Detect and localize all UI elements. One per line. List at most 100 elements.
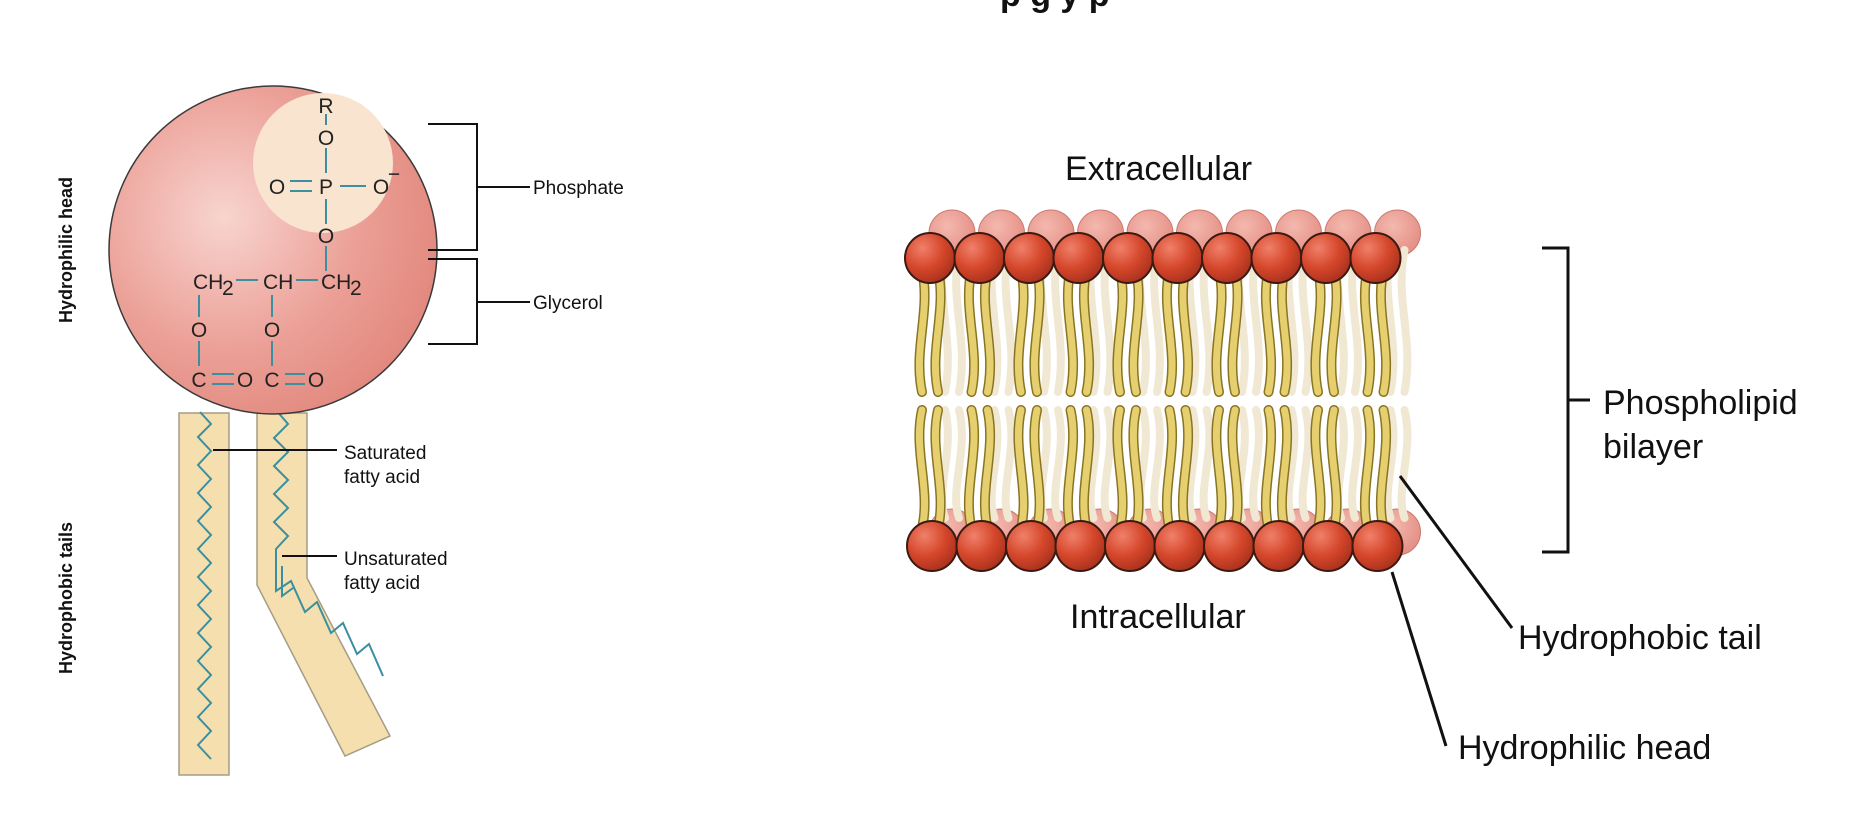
chem-r: R [318,95,333,118]
lipid-tail [1179,266,1192,396]
lipid-tail-back [1001,406,1016,522]
chem-ch: CH [263,271,293,294]
lipid-tail [981,266,994,396]
lipid-tail [1014,266,1028,396]
lipid-tail-back [987,406,1002,522]
chem-o-ester-left: O [191,319,207,342]
bilayer-label-line1: Phospholipid [1603,384,1798,422]
lipid-tail [1228,406,1242,532]
lipid-tail [1163,406,1176,532]
lipid-tail [1129,266,1143,396]
chem-o-carb-left: O [237,369,253,392]
lipid-tail [1014,406,1028,532]
lipid-tail-back [1150,406,1164,522]
phospholipid-molecule: Hydrophilic head Hydrophobic tails [56,85,624,776]
lipid-head [1250,232,1303,284]
lipid-tail [1311,266,1325,396]
saturated-chain [196,411,213,760]
unsaturated-label-line1: Unsaturated [344,549,448,570]
lipid-tail [1113,266,1127,396]
lipid-tail-back [1100,406,1115,522]
head-pointer-line [1390,571,1448,747]
chem-c-right: C [264,369,279,392]
unsaturated-chain [272,409,384,677]
tail-pointer-line [1398,475,1514,629]
extracellular-label: Extracellular [1065,150,1252,188]
chem-o1: O [318,127,334,150]
chem-o-carb-right: O [308,369,324,392]
chem-ch2-right: CH [321,271,351,294]
chem-c-left: C [191,369,206,392]
lipid-head [1252,520,1305,572]
header-fragment: p g y p [1000,0,1110,14]
lipid-tail [1311,406,1325,532]
lipid-head [1203,520,1255,572]
lipid-tail-back [1249,406,1263,522]
lipid-tail [1262,266,1275,396]
lipid-tail [915,406,929,532]
bond-lines [198,114,366,385]
lipid-tail [1377,406,1390,532]
lipid-tail [1179,406,1192,532]
lipid-tail [1377,266,1390,396]
lipid-tail [1030,266,1044,396]
chem-o-minus: O [373,176,389,199]
chemical-symbols: R O O P O − O CH 2 CH CH 2 O O C O C O [191,95,400,392]
lipid-head [1003,232,1055,284]
intracellular-label: Intracellular [1070,598,1246,636]
bilayer-bracket [1542,246,1570,554]
lipid-tail [1361,406,1374,532]
lipid-tail [1212,266,1226,396]
lipid-head [1104,520,1156,572]
chem-o-left: O [269,176,285,199]
phosphate-region [253,93,393,233]
unsaturated-label-line2: fatty acid [344,573,420,594]
hydrophobic-tail-label: Hydrophobic tail [1518,619,1762,657]
lipid-head [904,232,956,284]
chem-o2: O [318,225,334,248]
lipid-tail [1212,406,1226,532]
lipid-head [1151,232,1204,284]
lipid-tail [965,406,978,532]
lipid-head [1153,520,1206,572]
saturated-label-line2: fatty acid [344,467,420,488]
lipid-head [1300,232,1352,284]
chem-ch2-left: CH [193,271,223,294]
saturated-label-line1: Saturated [344,443,426,464]
lipid-tail-back [1383,406,1398,522]
lipid-tail [915,266,929,396]
lipid-tail-back [1397,406,1412,522]
lipid-head [955,520,1008,572]
lipid-tail-back [1298,406,1313,522]
lipid-tail [1163,266,1176,396]
lipid-head [1005,520,1057,572]
lipid-tail-back [1284,406,1299,522]
lipid-tail [1278,406,1291,532]
lipid-tail [1262,406,1275,532]
hydrophilic-head-label: Hydrophilic head [1458,729,1711,767]
saturated-tail-shape [178,412,230,776]
lipid-tail [1327,266,1341,396]
lipid-tail [931,266,945,396]
lipid-tail [1361,266,1374,396]
lipid-head [906,520,958,572]
chem-p: P [319,176,333,199]
lipid-tail [1113,406,1127,532]
lipid-head [1054,520,1107,572]
lipid-tail-back [1086,406,1101,522]
lipid-tail-back [1051,406,1065,522]
chem-minus-sign: − [388,163,400,186]
phospholipid-bilayer: Extracellular Intracellular Phospholipid… [904,150,1798,767]
hydrophobic-tails-side-label: Hydrophobic tails [56,522,76,674]
lipid-tail [1327,406,1341,532]
lipid-tail [1228,266,1242,396]
lipid-tail [1080,406,1093,532]
lipid-head [1351,520,1404,572]
lipid-head [1201,232,1253,284]
glycerol-label: Glycerol [533,293,603,314]
lipid-head [1052,232,1105,284]
hydrophilic-head-side-label: Hydrophilic head [56,177,76,323]
lipid-head [1349,232,1402,284]
double-bond-mark [281,566,294,598]
phosphate-label: Phosphate [533,178,624,199]
